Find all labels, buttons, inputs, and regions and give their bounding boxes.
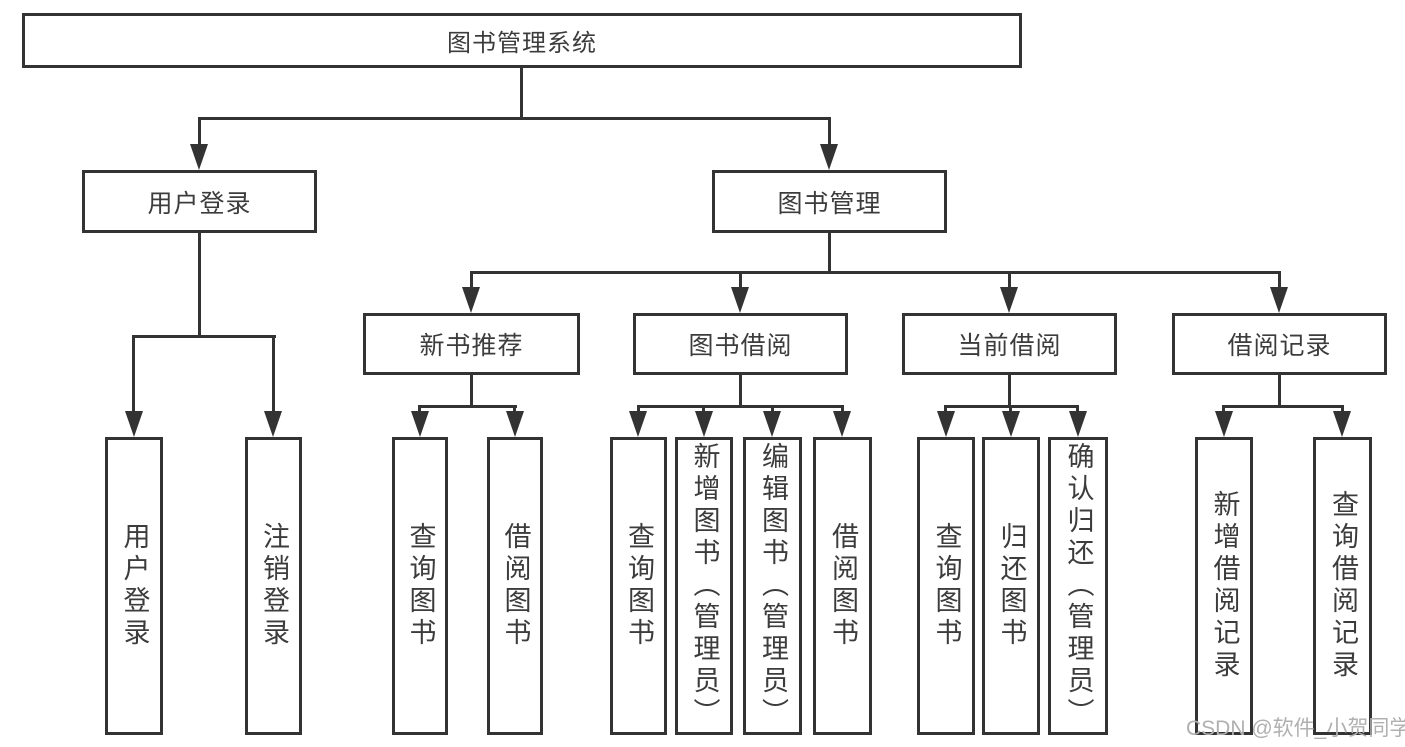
leaf-borrow-borrow-book-label: 借阅图书 — [828, 522, 858, 650]
node-user-login-label: 用户登录 — [147, 189, 252, 218]
arrow-down-icon — [695, 411, 713, 437]
node-new-book-recommend: 新书推荐 — [363, 313, 580, 375]
leaf-current-return-book: 归还图书 — [982, 437, 1040, 735]
leaf-records-add-record-label: 新增借阅记录 — [1209, 490, 1240, 682]
node-book-borrow-label: 图书借阅 — [688, 332, 793, 360]
connector-line — [198, 117, 201, 147]
arrow-down-icon — [937, 411, 955, 437]
node-root: 图书管理系统 — [22, 13, 1022, 68]
leaf-borrow-borrow-book: 借阅图书 — [813, 437, 872, 735]
connector-line — [470, 271, 473, 291]
leaf-current-return-book-label: 归还图书 — [996, 522, 1027, 650]
connector-line — [470, 375, 473, 408]
leaf-records-add-record: 新增借阅记录 — [1195, 437, 1253, 735]
leaf-logout-label: 注销登录 — [259, 522, 289, 650]
leaf-borrow-edit-book-admin: 编辑图书（管理员） — [743, 437, 802, 735]
leaf-current-query-book: 查询图书 — [917, 437, 975, 735]
arrow-down-icon — [629, 411, 647, 437]
leaf-borrow-edit-book-admin-label: 编辑图书（管理员） — [758, 442, 788, 730]
arrow-down-icon — [264, 411, 282, 437]
connector-line — [198, 233, 201, 337]
arrow-down-icon — [820, 144, 838, 170]
connector-line — [1278, 271, 1281, 291]
connector-line — [418, 405, 517, 408]
arrow-down-icon — [1000, 287, 1018, 313]
connector-line — [637, 405, 844, 408]
connector-line — [828, 117, 831, 147]
leaf-recommend-borrow-book-label: 借阅图书 — [500, 522, 531, 650]
arrow-down-icon — [1333, 411, 1351, 437]
arrow-down-icon — [1270, 287, 1288, 313]
arrow-down-icon — [190, 144, 208, 170]
node-book-borrow: 图书借阅 — [633, 313, 848, 375]
connector-line — [198, 117, 831, 120]
connector-line — [272, 335, 275, 415]
leaf-borrow-add-book-admin: 新增图书（管理员） — [675, 437, 733, 735]
connector-line — [1222, 405, 1344, 408]
leaf-user-login: 用户登录 — [105, 437, 163, 735]
arrow-down-icon — [462, 287, 480, 313]
leaf-borrow-query-book: 查询图书 — [610, 437, 667, 735]
connector-line — [520, 68, 523, 120]
node-book-management: 图书管理 — [712, 170, 947, 233]
connector-line — [132, 335, 276, 338]
connector-line — [828, 233, 831, 274]
leaf-records-query-record: 查询借阅记录 — [1313, 437, 1372, 735]
connector-line — [1008, 271, 1011, 291]
node-borrow-records-label: 借阅记录 — [1227, 332, 1332, 360]
leaf-borrow-query-book-label: 查询图书 — [624, 522, 654, 650]
node-borrow-records: 借阅记录 — [1172, 313, 1387, 375]
connector-line — [1008, 375, 1011, 408]
leaf-recommend-borrow-book: 借阅图书 — [487, 437, 543, 735]
arrow-down-icon — [833, 411, 851, 437]
node-book-management-label: 图书管理 — [777, 189, 882, 218]
connector-line — [470, 271, 1281, 274]
node-current-borrow-label: 当前借阅 — [957, 332, 1062, 360]
leaf-current-confirm-return-admin-label: 确认归还（管理员） — [1063, 442, 1094, 730]
arrow-down-icon — [125, 411, 143, 437]
node-new-book-recommend-label: 新书推荐 — [419, 332, 524, 360]
connector-line — [739, 271, 742, 291]
leaf-recommend-query-book: 查询图书 — [392, 437, 448, 735]
leaf-current-query-book-label: 查询图书 — [931, 522, 962, 650]
leaf-recommend-query-book-label: 查询图书 — [405, 522, 436, 650]
node-current-borrow: 当前借阅 — [902, 313, 1117, 375]
connector-line — [1278, 375, 1281, 408]
arrow-down-icon — [731, 287, 749, 313]
arrow-down-icon — [1069, 411, 1087, 437]
arrow-down-icon — [763, 411, 781, 437]
leaf-borrow-add-book-admin-label: 新增图书（管理员） — [689, 442, 720, 730]
arrow-down-icon — [1002, 411, 1020, 437]
csdn-watermark: CSDN @软件_小贺同学 — [1186, 717, 1405, 740]
connector-line — [132, 335, 135, 415]
leaf-logout: 注销登录 — [245, 437, 302, 735]
arrow-down-icon — [1215, 411, 1233, 437]
arrow-down-icon — [506, 411, 524, 437]
arrow-down-icon — [411, 411, 429, 437]
leaf-records-query-record-label: 查询借阅记录 — [1328, 490, 1358, 682]
leaf-user-login-label: 用户登录 — [119, 522, 150, 650]
leaf-current-confirm-return-admin: 确认归还（管理员） — [1048, 437, 1108, 735]
node-user-login: 用户登录 — [82, 170, 317, 233]
node-root-label: 图书管理系统 — [447, 30, 597, 57]
connector-line — [739, 375, 742, 408]
